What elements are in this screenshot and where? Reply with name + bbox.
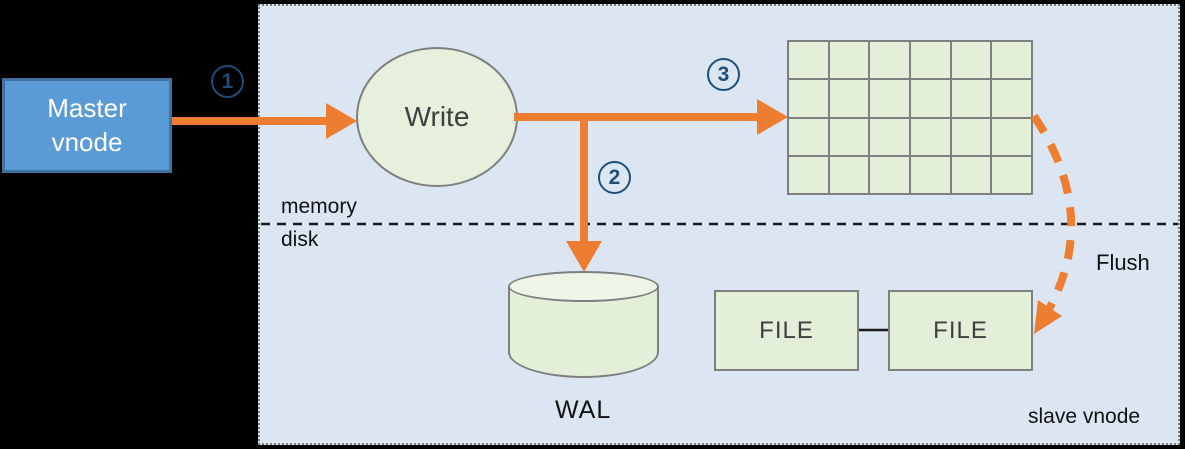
memory-label: memory — [281, 195, 357, 218]
memory-grid-cell — [992, 156, 1031, 193]
memory-grid-cell — [992, 80, 1031, 117]
memory-grid-cell — [829, 156, 869, 193]
write-node-label: Write — [404, 101, 470, 132]
file-box-2-label: FILE — [933, 316, 988, 344]
memory-table-grid — [787, 40, 1033, 195]
memory-grid-cell — [789, 156, 828, 193]
memory-grid-cell — [911, 156, 950, 193]
memory-grid-cell — [829, 42, 869, 79]
memory-grid-cell — [829, 80, 869, 117]
file-box-1: FILE — [714, 290, 859, 371]
memory-grid-cell — [992, 42, 1031, 79]
memory-grid-cell — [789, 80, 828, 117]
flush-label: Flush — [1096, 250, 1150, 275]
step-3-number: 3 — [717, 62, 730, 86]
file-box-1-label: FILE — [759, 316, 814, 344]
memory-grid-cell — [911, 42, 950, 79]
memory-grid-cell — [870, 80, 909, 117]
step-1-number: 1 — [221, 69, 234, 93]
memory-grid-cell — [870, 156, 909, 193]
write-node: Write — [356, 47, 518, 187]
memory-grid-cell — [951, 80, 991, 117]
file-box-2: FILE — [888, 290, 1033, 371]
memory-grid-cell — [789, 118, 828, 155]
wal-cylinder-top — [508, 271, 659, 302]
master-vnode-box: Master vnode — [2, 78, 172, 173]
memory-grid-cell — [951, 118, 991, 155]
memory-grid-cell — [911, 80, 950, 117]
memory-grid-cell — [951, 156, 991, 193]
step-2-number: 2 — [608, 165, 621, 189]
memory-grid-cell — [870, 118, 909, 155]
memory-grid-cell — [870, 42, 909, 79]
memory-grid-cell — [789, 42, 828, 79]
step-3-badge: 3 — [707, 58, 740, 91]
memory-grid-cell — [829, 118, 869, 155]
step-1-badge: 1 — [211, 65, 244, 98]
master-vnode-label: Master vnode — [47, 92, 127, 157]
memory-grid-cell — [992, 118, 1031, 155]
disk-label: disk — [281, 228, 319, 251]
memory-grid-cell — [951, 42, 991, 79]
slave-vnode-label: slave vnode — [1028, 405, 1141, 428]
memory-grid-cell — [911, 118, 950, 155]
step-2-badge: 2 — [598, 161, 631, 194]
wal-label: WAL — [555, 396, 612, 424]
